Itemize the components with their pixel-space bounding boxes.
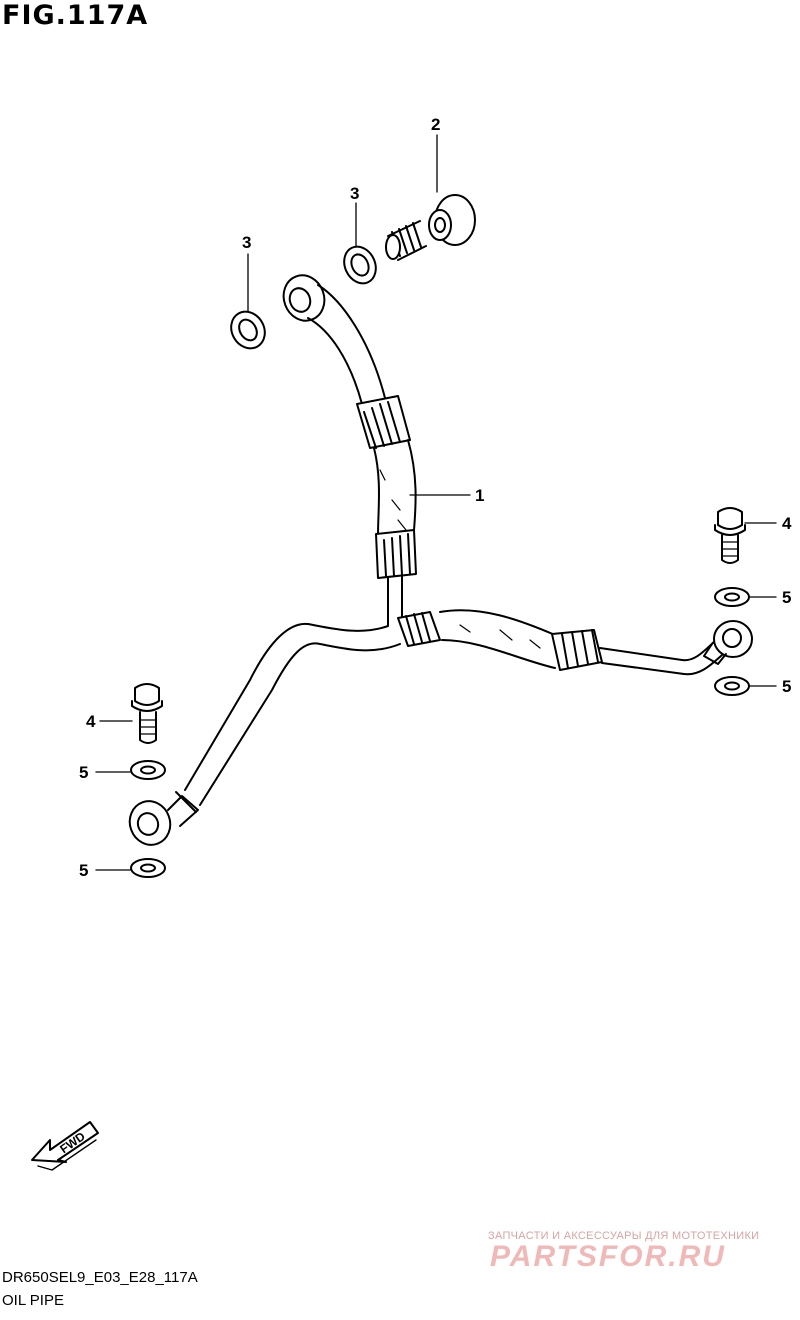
banjo-bolt	[385, 194, 476, 261]
callout-2: 2	[431, 115, 440, 134]
oil-pipe-assembly	[128, 274, 753, 846]
leader-lines	[95, 134, 777, 871]
callout-3-lower: 3	[242, 233, 251, 252]
callout-1: 1	[475, 486, 484, 505]
gasket-right-upper	[714, 587, 750, 607]
washer-upper	[343, 245, 377, 285]
gasket-right-lower	[714, 676, 750, 696]
callout-5-left-upper: 5	[79, 763, 88, 782]
callout-3-upper: 3	[350, 184, 359, 203]
callout-5-right-upper: 5	[782, 588, 791, 607]
gasket-left-upper	[130, 760, 166, 780]
bolt-right	[714, 507, 746, 564]
figure-title: FIG.117A	[2, 0, 149, 31]
gasket-left-lower	[130, 858, 166, 878]
callout-5-right-lower: 5	[782, 677, 791, 696]
bolt-left	[131, 683, 163, 744]
callout-5-left-lower: 5	[79, 861, 88, 880]
callout-4-right: 4	[782, 514, 792, 533]
model-code: DR650SEL9_E03_E28_117A	[2, 1269, 198, 1286]
figure-name: OIL PIPE	[2, 1292, 64, 1309]
watermark-logo: PARTSFOR.RU	[490, 1240, 726, 1273]
watermark-tagline: ЗАПЧАСТИ И АКСЕССУАРЫ ДЛЯ МОТОТЕХНИКИ	[488, 1230, 760, 1242]
washer-lower	[230, 310, 266, 350]
fwd-arrow-icon	[31, 1121, 99, 1171]
callout-4-left: 4	[86, 712, 96, 731]
